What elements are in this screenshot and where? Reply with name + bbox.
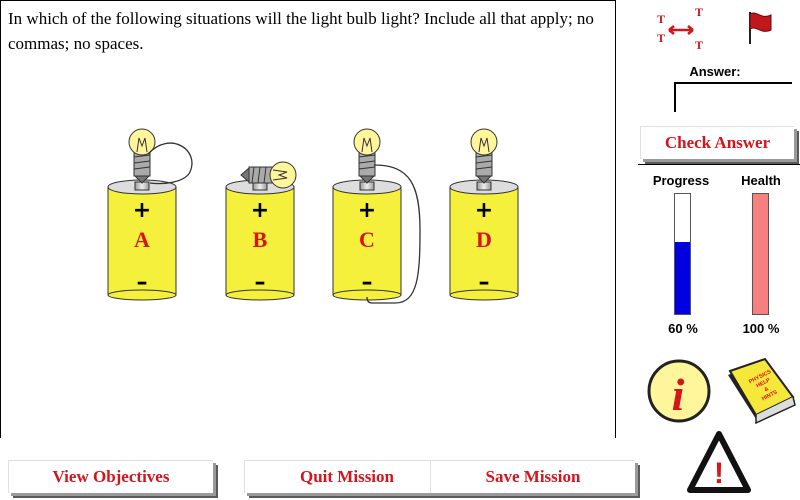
answer-label: Answer: — [689, 64, 741, 79]
top-divider — [0, 0, 615, 1]
progress-label: Progress — [652, 173, 710, 188]
battery-d-minus: – — [479, 270, 490, 295]
progress-bar-fill — [675, 242, 690, 314]
svg-text:T: T — [695, 38, 703, 52]
battery-a-letter: A — [134, 227, 150, 252]
health-bar — [752, 193, 769, 315]
quit-mission-button[interactable]: Quit Mission — [244, 460, 449, 493]
battery-b-minus: – — [255, 270, 266, 295]
svg-text:T: T — [695, 5, 703, 19]
battery-b-letter: B — [253, 227, 268, 252]
battery-c-minus: – — [362, 270, 373, 295]
battery-c-plus: + — [358, 198, 376, 223]
bulb-b — [240, 161, 297, 189]
battery-c: + C – — [332, 128, 421, 304]
text-tool-icon[interactable]: T T T T — [655, 5, 715, 55]
right-panel-divider — [615, 0, 616, 438]
health-label: Health — [741, 173, 781, 188]
bulb-a — [128, 128, 156, 184]
svg-text:T: T — [657, 12, 665, 26]
warning-icon[interactable]: ! — [686, 430, 752, 494]
battery-b-plus: + — [251, 198, 269, 223]
health-value: 100 % — [742, 321, 780, 336]
progress-bar — [674, 193, 691, 315]
check-answer-button[interactable]: Check Answer — [640, 126, 794, 159]
battery-a-minus: – — [137, 270, 148, 295]
info-glyph: i — [672, 369, 685, 420]
left-divider — [0, 0, 1, 438]
battery-b: + B – — [225, 161, 297, 301]
battery-a-plus: + — [133, 198, 151, 223]
svg-text:T: T — [657, 31, 665, 45]
info-icon[interactable]: i — [646, 358, 712, 424]
flag-icon[interactable] — [745, 10, 775, 46]
battery-a: + A – — [107, 128, 193, 301]
wire-c — [366, 164, 421, 304]
battery-d-plus: + — [475, 198, 493, 223]
health-bar-fill — [753, 194, 768, 314]
progress-value: 60 % — [668, 321, 698, 336]
wire-a — [147, 142, 193, 185]
battery-d: + D – — [449, 128, 519, 301]
warning-glyph: ! — [714, 457, 724, 490]
save-mission-button[interactable]: Save Mission — [430, 460, 635, 493]
bulb-d — [470, 128, 498, 184]
bulb-c — [353, 128, 381, 184]
physics-help-book-icon[interactable]: PHYSICS HELP & HINTS — [725, 357, 797, 427]
answer-input[interactable] — [674, 82, 792, 112]
battery-c-letter: C — [359, 227, 375, 252]
circuit-scene: + A – + B – + C — [107, 128, 519, 304]
book-line-3: & — [763, 386, 769, 393]
check-divider — [638, 164, 800, 165]
question-text: In which of the following situations wil… — [8, 9, 594, 53]
battery-d-letter: D — [476, 227, 492, 252]
view-objectives-button[interactable]: View Objectives — [8, 460, 213, 493]
